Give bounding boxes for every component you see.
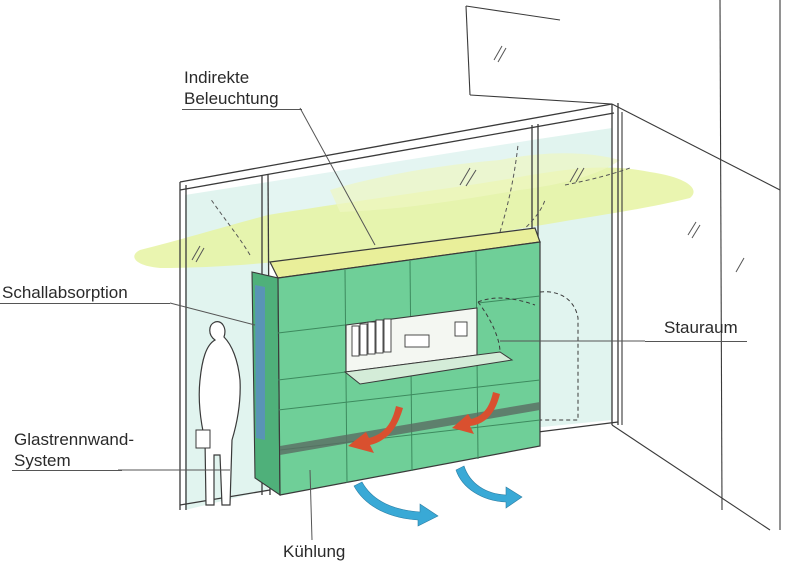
label-indirekte: Indirekte xyxy=(184,68,250,87)
warm-air-arrows xyxy=(348,392,500,453)
light-glow-soft xyxy=(330,153,620,212)
glass-reflections xyxy=(191,45,745,273)
cooling-grille xyxy=(280,402,540,455)
label-schallabsorption: Schallabsorption xyxy=(2,283,128,302)
label-system: System xyxy=(14,451,71,470)
sound-absorption-panel xyxy=(255,285,265,440)
label-kuehlung: Kühlung xyxy=(283,542,346,561)
leader-lines xyxy=(118,107,645,541)
label-stauraum: Stauraum xyxy=(664,318,738,337)
underline-schallabsorption xyxy=(0,303,170,304)
label-beleuchtung: Beleuchtung xyxy=(184,89,279,108)
warm-arrow-left xyxy=(348,406,403,453)
light-rays xyxy=(209,144,631,256)
cool-arrow-left xyxy=(353,481,439,527)
folders xyxy=(351,318,392,357)
warm-arrow-right xyxy=(452,392,500,434)
person-bag xyxy=(195,429,211,449)
photo-frame xyxy=(454,321,468,337)
label-glastrennwand: Glastrennwand- xyxy=(14,430,135,449)
cool-arrow-right xyxy=(455,465,523,509)
cabinet xyxy=(251,227,579,497)
person-silhouette xyxy=(198,321,241,506)
book-stack xyxy=(404,334,430,348)
right-wall xyxy=(465,0,781,531)
cool-air-arrows xyxy=(353,465,523,527)
door-swing xyxy=(477,297,536,353)
underline-beleuchtung xyxy=(182,109,302,110)
light-glow xyxy=(134,167,694,268)
underline-system xyxy=(12,470,122,471)
storage-flap xyxy=(343,351,514,385)
underline-stauraum xyxy=(645,341,747,342)
